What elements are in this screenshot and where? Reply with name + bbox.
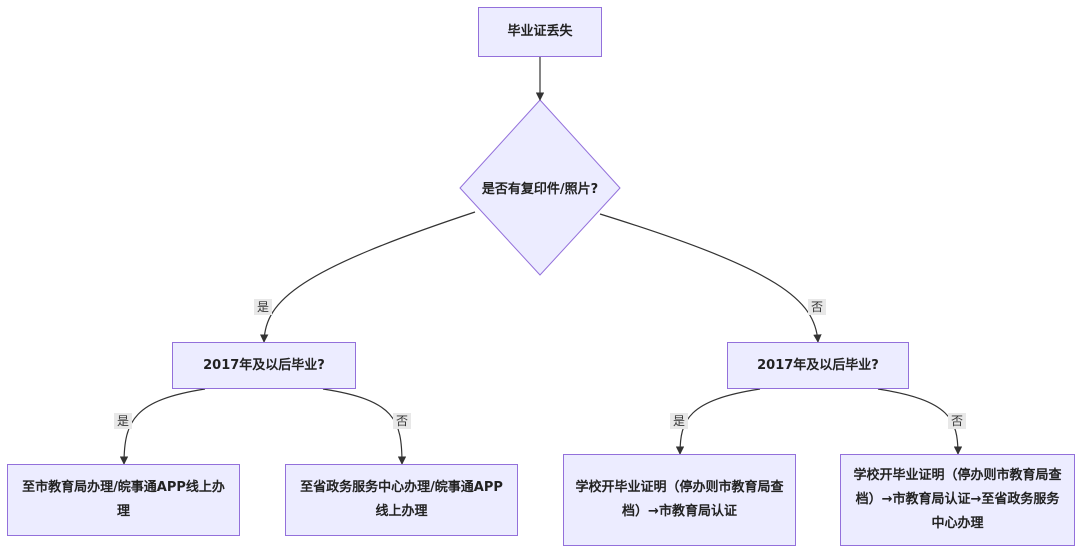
edge-copy-yes [259,211,476,343]
edge-label-right-no: 否 [948,413,967,429]
edge-left-yes [119,388,206,465]
edge-label-left-yes: 是 [114,413,133,429]
decision-year-right-label: 2017年及以后毕业? [757,357,879,373]
edge-right-no [877,388,963,455]
decision-year-left-label: 2017年及以后毕业? [203,357,325,373]
edge-left-no [322,388,407,465]
leaf-provincial-service-center: 至省政务服务中心办理/皖事通APP线上办理 [285,464,518,536]
edge-label-right-yes: 是 [670,413,689,429]
decision-year-right-node: 2017年及以后毕业? [727,342,909,389]
leaf-1-label: 至市教育局办理/皖事通APP线上办理 [22,480,225,519]
edge-label-copy-yes: 是 [254,299,273,315]
edge-label-left-no: 否 [393,413,412,429]
leaf-2-label: 至省政务服务中心办理/皖事通APP线上办理 [300,480,503,519]
edge-label-copy-no: 否 [808,299,827,315]
edge-copy-no [599,213,822,343]
decision-diamond [459,99,621,276]
leaf-school-certificate: 学校开毕业证明（停办则市教育局查档）→市教育局认证 [563,454,796,546]
edge-right-yes [675,388,761,455]
leaf-3-label: 学校开毕业证明（停办则市教育局查档）→市教育局认证 [575,480,784,519]
leaf-city-education-bureau: 至市教育局办理/皖事通APP线上办理 [7,464,240,536]
start-node: 毕业证丢失 [478,7,602,57]
start-node-label: 毕业证丢失 [507,24,573,39]
decision-year-left-node: 2017年及以后毕业? [172,342,356,389]
decision-copy-label: 是否有复印件/照片? [481,182,599,197]
leaf-school-certificate-provincial: 学校开毕业证明（停办则市教育局查档）→市教育局认证→至省政务服务中心办理 [840,454,1075,546]
leaf-4-label: 学校开毕业证明（停办则市教育局查档）→市教育局认证→至省政务服务中心办理 [853,468,1062,531]
